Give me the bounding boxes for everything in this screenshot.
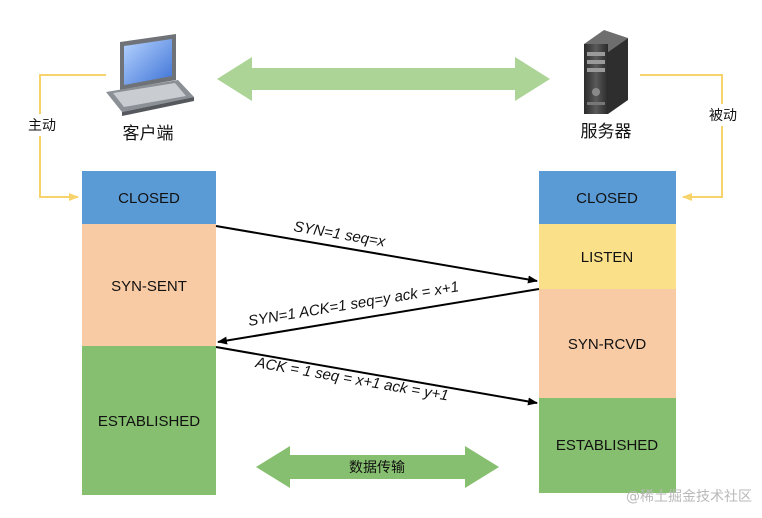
data-transfer-label: 数据传输: [349, 460, 405, 476]
client-state-syn-sent-label: SYN-SENT: [111, 278, 187, 295]
client-state-closed-label: CLOSED: [118, 190, 180, 207]
syn-ack-message-arrow: [217, 288, 540, 345]
server-state-listen-label: LISTEN: [581, 249, 634, 266]
syn-ack-message-label: SYN=1 ACK=1 seq=y ack = x+1: [247, 278, 460, 330]
server-state-closed-label: CLOSED: [576, 190, 638, 207]
client-active-label: 主动: [28, 118, 56, 134]
server-state-established-label: ESTABLISHED: [556, 437, 658, 454]
server-state-established: [539, 398, 676, 493]
client-state-established: [82, 346, 216, 495]
server-state-syn-rcvd: [539, 289, 676, 398]
server-state-closed: [539, 171, 676, 224]
watermark-text: @稀土掘金技术社区: [626, 489, 752, 505]
server-passive-connector: [640, 74, 723, 201]
ack-message-arrow: [215, 346, 538, 406]
client-state-column: CLOSED SYN-SENT ESTABLISHED: [82, 171, 216, 495]
client-state-established-label: ESTABLISHED: [98, 413, 200, 430]
server-state-listen: [539, 224, 676, 289]
data-transfer-double-arrow: [256, 446, 499, 488]
client-state-closed: [82, 171, 216, 224]
server-state-column: CLOSED LISTEN SYN-RCVD ESTABLISHED: [539, 171, 676, 493]
client-state-syn-sent: [82, 224, 216, 346]
syn-message-label: SYN=1 seq=x: [292, 218, 387, 250]
laptop-icon: [106, 34, 194, 116]
server-passive-label: 被动: [709, 108, 737, 124]
client-label: 客户端: [123, 124, 174, 144]
top-connection-double-arrow: [217, 57, 550, 101]
syn-message-arrow: [215, 225, 538, 284]
server-tower-icon: [584, 30, 628, 114]
server-state-syn-rcvd-label: SYN-RCVD: [568, 336, 647, 353]
ack-message-label: ACK = 1 seq = x+1 ack = y+1: [253, 354, 450, 405]
server-label: 服务器: [581, 122, 632, 142]
